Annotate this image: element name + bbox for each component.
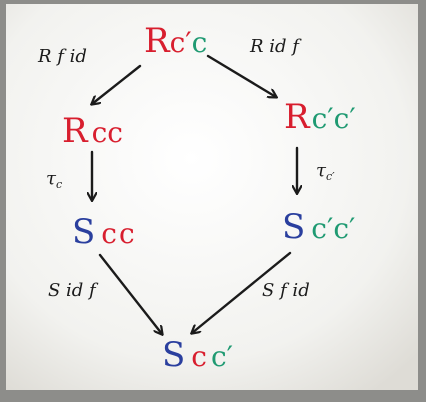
arrow-lower-left-to-bottom xyxy=(98,253,162,334)
node-right-r: R xyxy=(284,97,311,137)
label-right-down-sub: c′ xyxy=(326,170,335,183)
node-lower-left-c2: c xyxy=(119,217,135,250)
node-top-c2: c xyxy=(192,26,208,59)
node-lower-left-c1: c xyxy=(101,217,117,250)
board-surface xyxy=(6,4,418,390)
node-bottom-c2: c′ xyxy=(211,340,233,373)
label-lower-right-to-bottom: S f id xyxy=(262,280,310,301)
node-bottom-s: S xyxy=(162,335,185,375)
label-right-down: τc′ xyxy=(316,160,335,183)
node-lower-right-s: S xyxy=(282,207,305,247)
node-top-c1: c xyxy=(170,26,186,59)
node-left-c2: c xyxy=(107,116,123,149)
node-top: Rc′c xyxy=(144,21,207,61)
label-top-to-right: R id f xyxy=(249,36,302,57)
label-top-to-left: R f id xyxy=(37,46,87,67)
label-left-down: τc xyxy=(46,168,62,191)
node-lower-left-s: S xyxy=(72,212,95,252)
node-left-c1: c xyxy=(92,116,108,149)
node-left-r: R xyxy=(62,111,89,151)
label-left-down-tau: τ xyxy=(46,168,57,189)
node-lower-right-c1: c′ xyxy=(311,212,333,245)
label-lower-left-to-bottom: S id f xyxy=(48,280,99,301)
node-right-c1: c′ xyxy=(312,102,334,135)
arrow-lower-right-to-bottom xyxy=(192,251,292,333)
arrow-top-to-left xyxy=(92,64,142,104)
node-lower-right-c2: c′ xyxy=(333,212,355,245)
node-right: Rc′c′ xyxy=(284,97,356,137)
node-bottom-c1: c xyxy=(191,340,207,373)
node-top-r: R xyxy=(144,21,171,61)
node-right-c2: c′ xyxy=(334,102,356,135)
node-top-prime: ′ xyxy=(185,26,191,59)
label-right-down-tau: τ xyxy=(316,160,327,181)
arrow-top-to-right xyxy=(206,54,276,97)
label-left-down-sub: c xyxy=(56,178,62,191)
